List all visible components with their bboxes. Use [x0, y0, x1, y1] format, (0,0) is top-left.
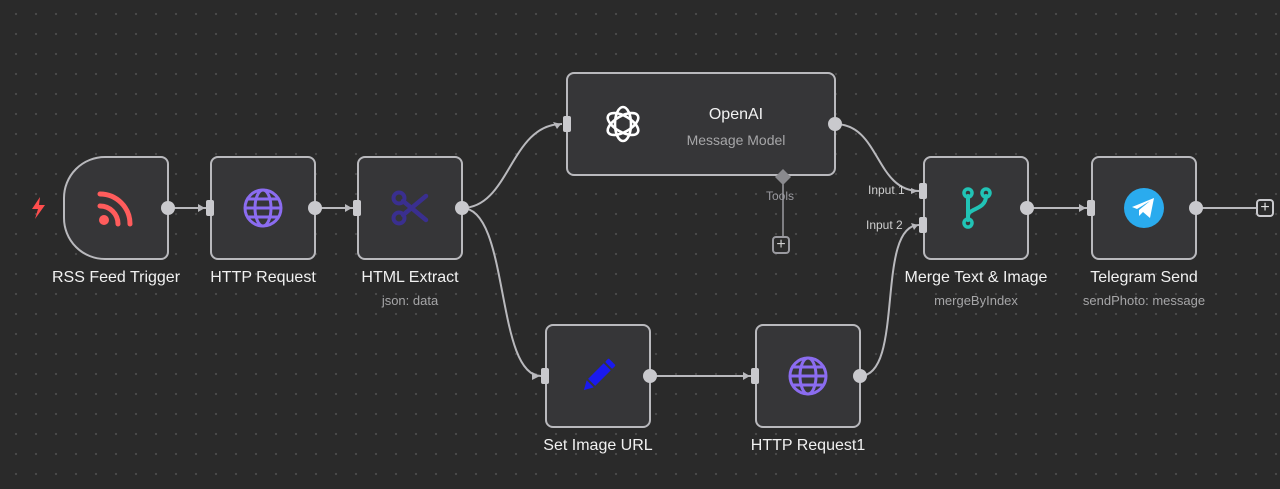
telegram-node-label: Telegram Send	[1090, 269, 1198, 286]
node-openai[interactable]: OpenAI Message Model	[566, 72, 836, 176]
merge-input-2-label: Input 2	[866, 218, 903, 232]
node-telegram-send[interactable]	[1091, 156, 1197, 260]
merge-input-1-label: Input 1	[868, 183, 905, 197]
edge-extract-openai[interactable]	[461, 123, 563, 209]
telegram-node-subtitle: sendPhoto: message	[1082, 293, 1206, 308]
http-request1-node-label: HTTP Request1	[750, 437, 866, 454]
openai-node-title: OpenAI	[708, 106, 764, 123]
rss-icon	[97, 191, 133, 227]
merge-icon	[962, 187, 992, 229]
node-http-request1[interactable]	[755, 324, 861, 428]
http-request-output-port[interactable]	[308, 201, 322, 215]
set-image-url-node-label: Set Image URL	[543, 437, 653, 454]
merge-node-subtitle: mergeByIndex	[934, 293, 1018, 308]
node-http-request[interactable]	[210, 156, 316, 260]
telegram-output-port[interactable]	[1189, 201, 1203, 215]
http-request1-input-port[interactable]	[751, 368, 759, 384]
html-extract-node-label: HTML Extract	[361, 269, 459, 286]
set-image-url-output-port[interactable]	[643, 369, 657, 383]
edge-extract-setimage[interactable]	[461, 207, 542, 377]
merge-input-1-port[interactable]	[919, 183, 927, 199]
html-extract-input-port[interactable]	[353, 200, 361, 216]
html-extract-node-subtitle: json: data	[381, 293, 439, 308]
edge-http2-merge[interactable]	[859, 224, 920, 377]
merge-output-port[interactable]	[1020, 201, 1034, 215]
http-request1-output-port[interactable]	[853, 369, 867, 383]
pencil-icon	[583, 358, 616, 391]
add-node-button[interactable]: +	[1256, 199, 1274, 217]
globe-icon	[788, 356, 828, 396]
merge-input-2-port[interactable]	[919, 217, 927, 233]
http-request-input-port[interactable]	[206, 200, 214, 216]
add-tool-button[interactable]: +	[772, 236, 790, 254]
openai-input-port[interactable]	[563, 116, 571, 132]
node-merge-text-image[interactable]	[923, 156, 1029, 260]
rss-output-port[interactable]	[161, 201, 175, 215]
merge-node-label: Merge Text & Image	[904, 269, 1048, 286]
set-image-url-input-port[interactable]	[541, 368, 549, 384]
http-request-node-label: HTTP Request	[210, 269, 316, 286]
openai-icon	[606, 105, 640, 143]
globe-icon	[243, 188, 283, 228]
rss-node-label: RSS Feed Trigger	[51, 269, 181, 286]
html-extract-output-port[interactable]	[455, 201, 469, 215]
openai-node-subtitle: Message Model	[686, 132, 786, 148]
telegram-icon	[1124, 188, 1164, 228]
node-set-image-url[interactable]	[545, 324, 651, 428]
openai-tools-label: Tools	[766, 189, 795, 203]
trigger-bolt-icon	[32, 197, 45, 219]
openai-output-port[interactable]	[828, 117, 842, 131]
telegram-input-port[interactable]	[1087, 200, 1095, 216]
node-html-extract[interactable]	[357, 156, 463, 260]
tools-port-diamond-icon[interactable]	[774, 168, 792, 186]
scissors-icon	[391, 190, 429, 226]
node-rss-feed-trigger[interactable]	[63, 156, 169, 260]
edge-openai-merge[interactable]	[834, 123, 920, 192]
